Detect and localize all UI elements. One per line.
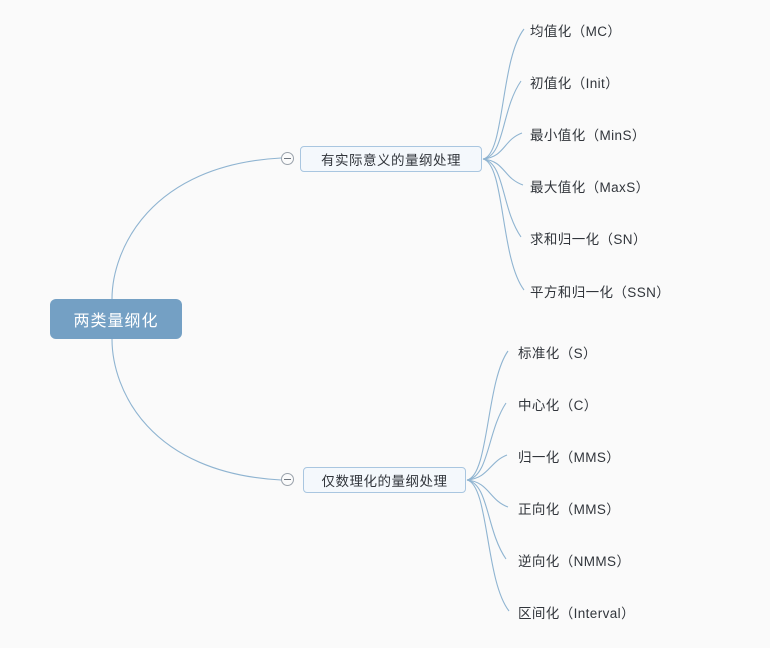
branch-node-1[interactable]: 有实际意义的量纲处理	[300, 146, 482, 172]
leaf-node-standardization[interactable]: 标准化（S）	[518, 346, 597, 361]
edge-root-to-branch-1	[111, 157, 282, 300]
leaf-node-max-value[interactable]: 最大值化（MaxS）	[530, 180, 650, 195]
leaf-node-interval[interactable]: 区间化（Interval）	[518, 606, 635, 621]
leaf-node-sum-normalization[interactable]: 求和归一化（SN）	[530, 232, 647, 247]
edge-branch-1-leaf-5	[482, 158, 522, 238]
edge-branch-2-leaf-6	[466, 479, 510, 612]
branch-node-2[interactable]: 仅数理化的量纲处理	[303, 467, 466, 493]
leaf-node-mean-normalization[interactable]: 均值化（MC）	[530, 24, 622, 39]
edge-branch-1-leaf-1	[482, 28, 525, 160]
edge-branch-2-leaf-4	[466, 479, 509, 508]
collapse-minus-icon-branch-2[interactable]	[281, 473, 294, 486]
collapse-minus-icon-branch-1[interactable]	[281, 152, 294, 165]
edge-branch-2-leaf-1	[466, 350, 509, 481]
edge-branch-2-leaf-3	[466, 454, 508, 481]
leaf-node-initial-value[interactable]: 初值化（Init）	[530, 76, 620, 91]
leaf-node-min-value[interactable]: 最小值化（MinS）	[530, 128, 646, 143]
edge-branch-1-leaf-2	[482, 80, 522, 160]
edge-branch-1-leaf-4	[482, 158, 524, 186]
leaf-node-square-sum-normalization[interactable]: 平方和归一化（SSN）	[530, 285, 671, 300]
edge-branch-1-leaf-6	[482, 158, 525, 291]
edge-branch-2-leaf-5	[466, 479, 507, 560]
edge-branch-2-leaf-2	[466, 402, 507, 481]
leaf-node-min-max-normalization[interactable]: 归一化（MMS）	[518, 450, 621, 465]
edge-root-to-branch-2	[111, 338, 282, 481]
root-node[interactable]: 两类量纲化	[50, 299, 182, 339]
leaf-node-centering[interactable]: 中心化（C）	[518, 398, 598, 413]
leaf-node-negative-direction[interactable]: 逆向化（NMMS）	[518, 554, 631, 569]
leaf-node-positive-direction[interactable]: 正向化（MMS）	[518, 502, 621, 517]
edge-branch-1-leaf-3	[482, 132, 523, 160]
